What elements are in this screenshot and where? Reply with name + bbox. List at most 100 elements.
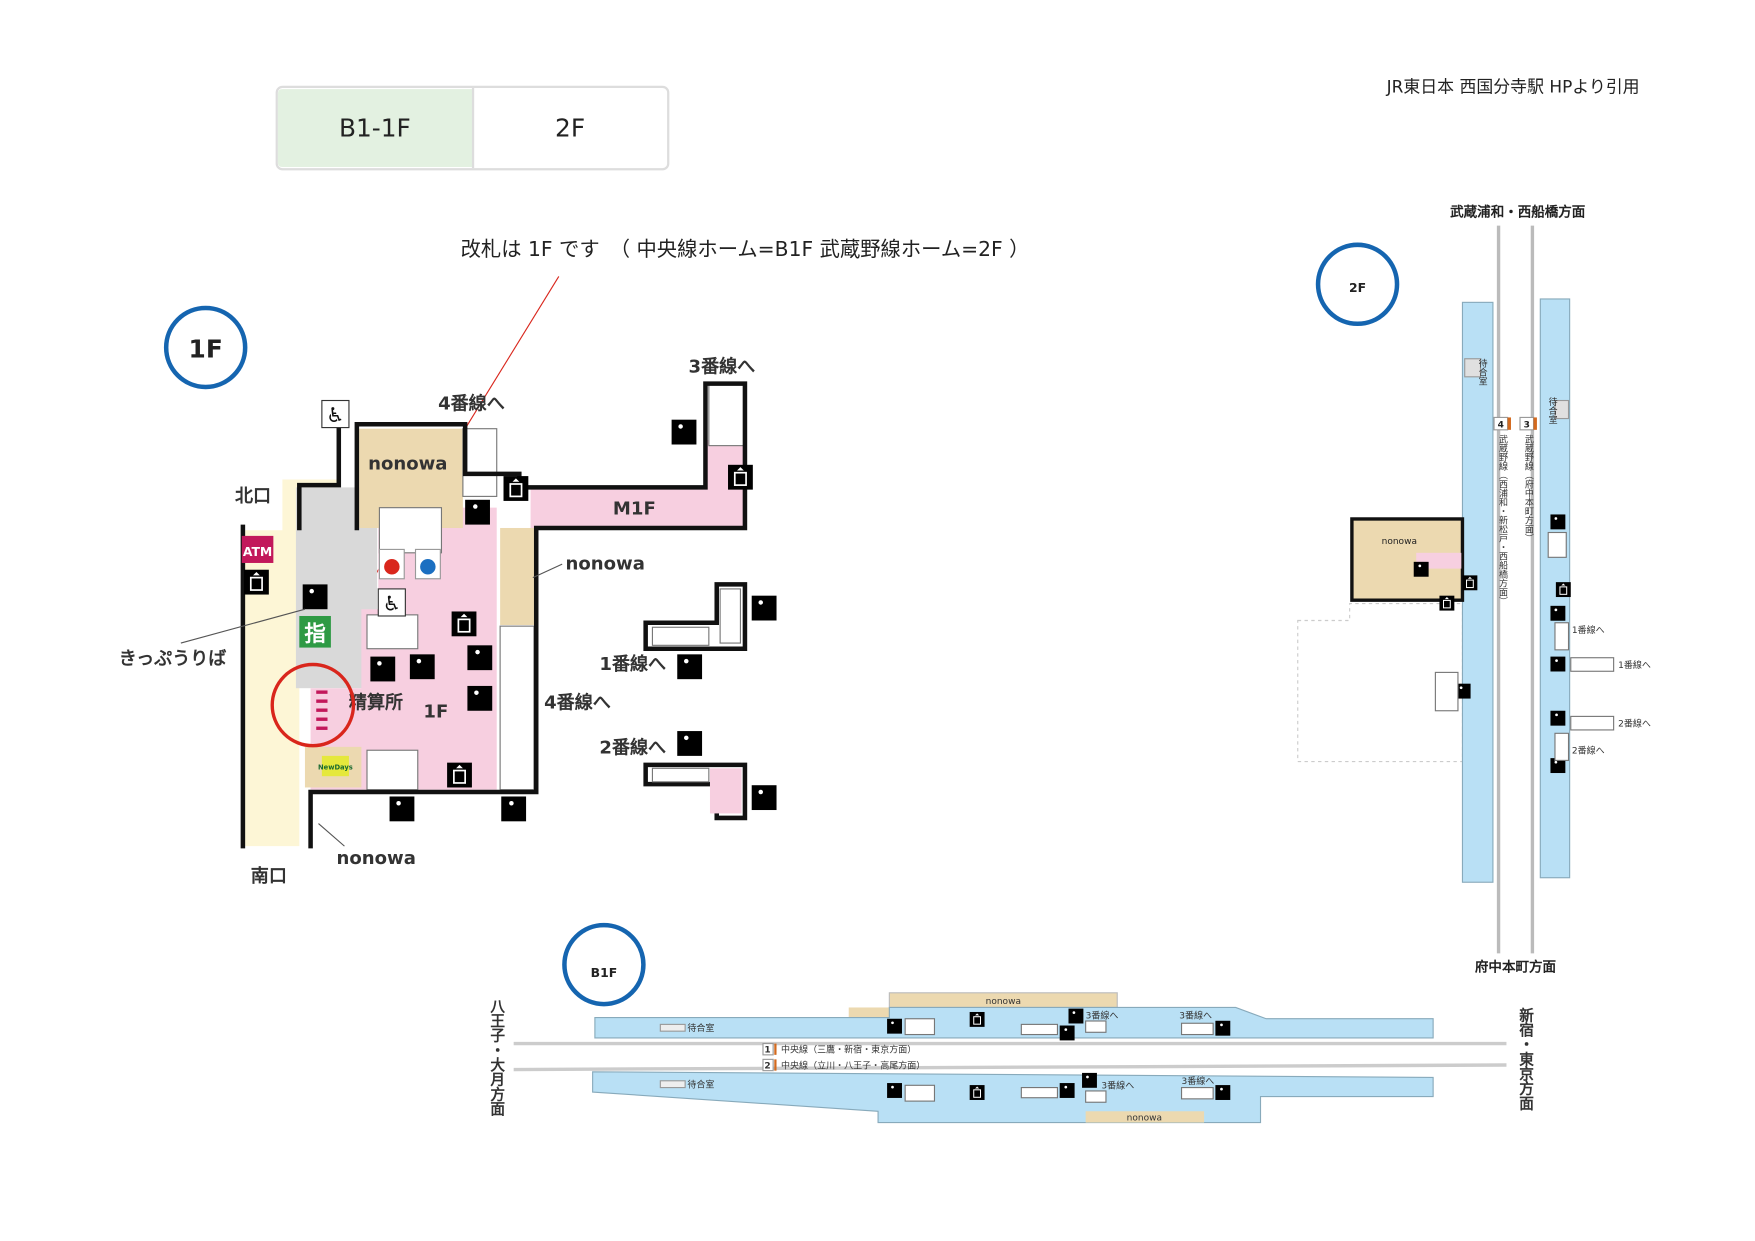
stairs-icon [671,419,697,445]
floor-tabs: B1-1F 2F [275,85,670,171]
wheelchair-icon: ♿ [377,588,406,617]
floor-1f-map: 1F ♿ [119,305,777,887]
direction-west: 八王子・大月方面 [488,998,505,1117]
tab-b1-1f[interactable]: B1-1F [277,89,474,167]
escalator-icon [1059,1083,1075,1098]
label-waiting-room: 待合室 [687,1022,714,1034]
label-to-track3: 3番線へ [1179,1010,1212,1022]
track3-description: 武蔵野線（府中本町方面） [1523,433,1534,542]
label-to-track3: 3番線へ [689,355,756,377]
track-number-3: 3 [1524,421,1530,431]
svg-text:●: ● [383,553,401,577]
escalator-icon [1059,1025,1075,1041]
escalator-icon [465,499,490,525]
track-number-2: 2 [764,1061,770,1071]
stairs-icon [1068,1008,1084,1024]
svg-text:♿: ♿ [326,403,344,427]
track-number-1: 1 [764,1046,770,1056]
label-to-track1: 1番線へ [599,653,666,675]
escalator-icon [1413,561,1429,577]
escalator-icon [1550,710,1566,726]
ticket-counter-icon [302,584,328,610]
label-south-exit: 南口 [251,865,287,887]
floor-b1f-map: B1F 八王子・大月方面 新宿・東京方面 nonowa nonowa 待合室 待… [488,922,1534,1124]
label-north-exit: 北口 [235,486,271,507]
svg-text:●: ● [419,553,437,577]
ticket-gate-highlight-circle [270,662,356,748]
label-to-track2: 2番線へ [599,737,666,759]
label-m1f: M1F [613,498,656,519]
label-nonowa: nonowa [1382,537,1417,547]
escalator-icon [467,645,493,671]
escalator-icon [1215,1020,1231,1036]
track4-description: 武蔵野線（西浦和・新松戸・西船橋方面） [1497,433,1508,605]
floor-badge-label: B1F [591,965,618,980]
escalator-icon [501,796,527,822]
ticket-gates-icon [316,690,328,730]
tab-label: 2F [555,114,585,143]
floor-badge-1f [163,305,248,390]
label-nonowa: nonowa [1127,1113,1162,1123]
label-nonowa: nonowa [337,848,416,869]
stairs-icon [1550,514,1566,530]
label-nonowa: nonowa [368,453,447,474]
elevator-icon [1461,574,1478,591]
gate-annotation: 改札は 1F です （ 中央線ホーム=B1F 武蔵野線ホーム=2F ） [461,237,1030,261]
atm-icon: ATM [241,535,274,563]
elevator-icon [969,1084,986,1101]
label-floor-1f: 1F [423,702,448,723]
stairs-icon [887,1083,902,1098]
floor-badge-b1f [562,922,646,1007]
floor-badge-label: 2F [1349,280,1366,295]
label-ticket-office: きっぷうりば [119,648,227,669]
label-to-track1: 1番線へ [1618,659,1651,671]
label-to-track1: 1番線へ [1572,624,1605,636]
track-number-4: 4 [1498,421,1504,431]
label-to-track2: 2番線へ [1572,745,1605,757]
label-waiting-room: 待合室 [1547,396,1558,424]
tab-label: B1-1F [339,114,411,143]
reserved-seat-icon: 指 [299,615,331,648]
restroom-female-icon: ● [378,548,405,580]
svg-text:♿: ♿ [383,591,401,615]
track2-description: 中央線（立川・八王子・高尾方面） [781,1059,925,1071]
floor-badge-label: 1F [189,335,223,364]
direction-north: 武蔵浦和・西船橋方面 [1450,204,1586,221]
floor-2f-map: 2F 武蔵浦和・西船橋方面 nonowa 待合室 待合室 4 3 武蔵野線（西浦… [1297,204,1651,975]
direction-east: 新宿・東京方面 [1517,1006,1534,1111]
stairs-icon [1082,1072,1097,1088]
elevator-icon [969,1011,986,1028]
track1-description: 中央線（三鷹・新宿・東京方面） [781,1044,916,1056]
wheelchair-icon: ♿ [321,399,350,429]
label-to-track3: 3番線へ [1086,1010,1119,1022]
elevator-icon [727,463,754,491]
stairs-icon [1550,605,1566,621]
svg-text:NewDays: NewDays [318,763,353,771]
elevator-icon [1438,595,1455,612]
elevator-icon [450,610,478,638]
platform-track1 [594,1006,1434,1039]
label-to-track4: 4番線へ [544,691,611,713]
label-nonowa: nonowa [566,554,645,575]
direction-south: 府中本町方面 [1475,958,1557,975]
platform-track2 [592,1071,1434,1124]
stairs-icon [751,595,777,621]
platform-track4 [1461,301,1494,883]
label-waiting-room: 待合室 [1477,358,1488,386]
newdays-logo: NewDays [318,755,353,777]
stairs-icon [677,654,703,680]
stairs-icon [409,654,435,680]
stairs-icon [751,785,777,811]
label-waiting-room: 待合室 [687,1079,714,1091]
stairs-icon [389,796,415,822]
elevator-icon [1555,581,1572,598]
stairs-icon [677,731,703,756]
label-to-track4: 4番線へ [438,393,505,415]
elevator-icon [446,761,473,789]
tab-2f[interactable]: 2F [474,89,666,167]
stairs-icon [467,685,493,711]
stairs-icon [887,1018,902,1034]
elevator-icon [502,475,530,502]
svg-text:ATM: ATM [243,544,272,559]
